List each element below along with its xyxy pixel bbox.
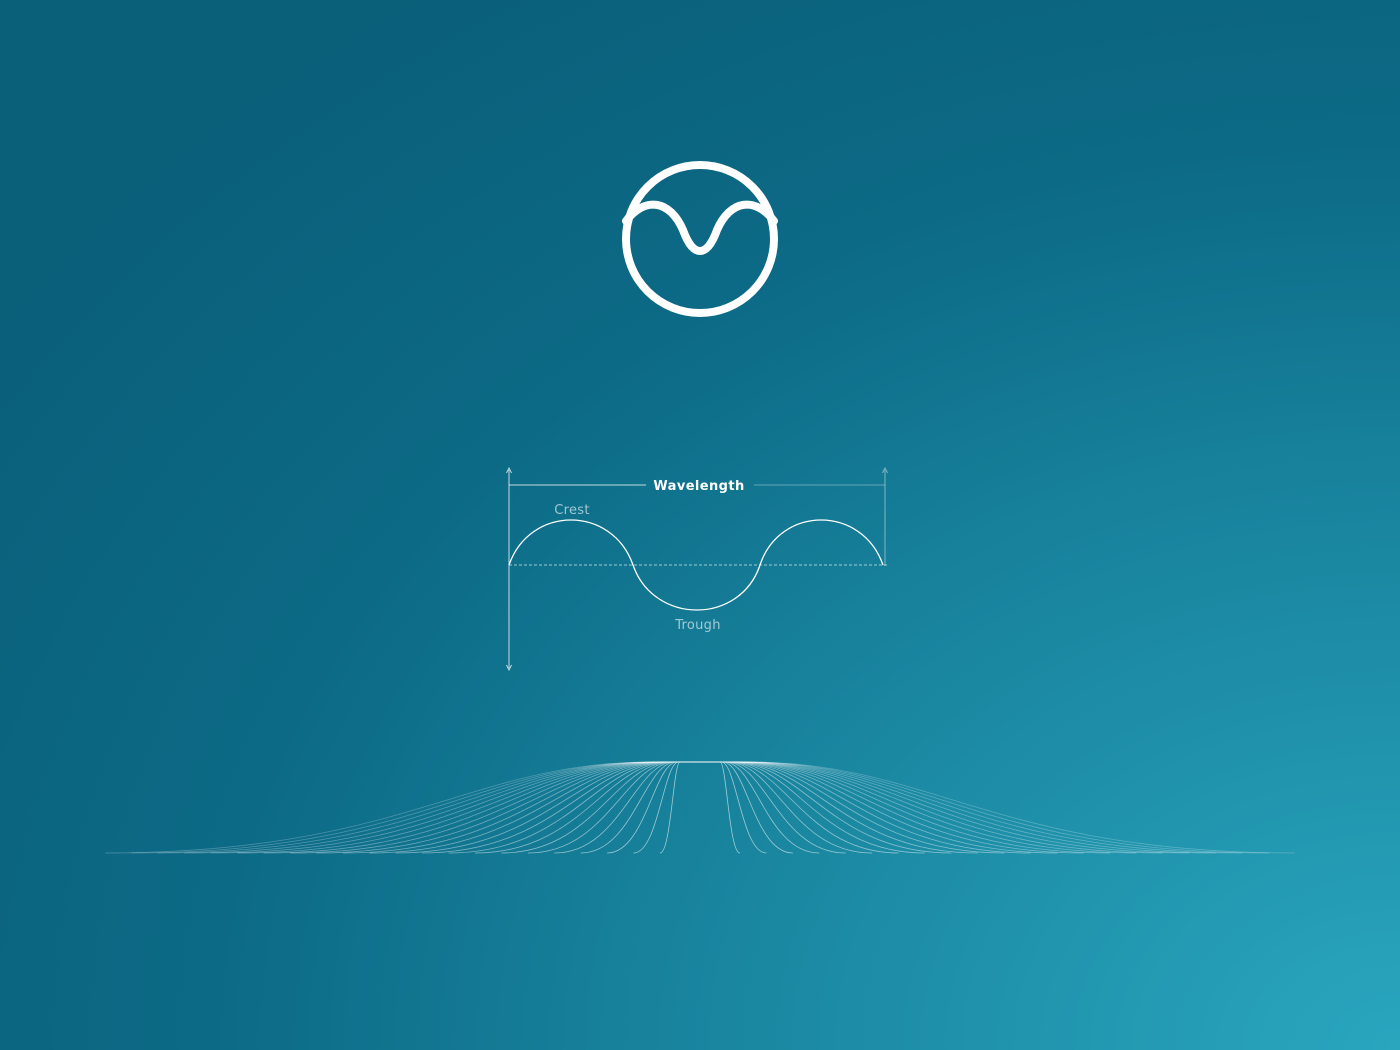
- wave-mesh-icon: [104, 761, 1296, 854]
- mesh-curve: [342, 761, 1058, 854]
- mesh-curve: [554, 761, 846, 854]
- trough-label: Trough: [674, 618, 721, 633]
- mesh-curve: [580, 761, 820, 854]
- sine-wave: [508, 519, 884, 611]
- mesh-curve: [395, 761, 1005, 854]
- mesh-curve: [369, 761, 1031, 854]
- mesh-curve: [422, 761, 978, 854]
- axis-arrow-down-icon: [506, 664, 512, 672]
- crest-label: Crest: [554, 503, 590, 518]
- mesh-curve: [131, 761, 1269, 854]
- wavelength-label: Wavelength: [653, 479, 744, 494]
- wave-in-circle-icon: [622, 161, 778, 317]
- mesh-curve: [527, 761, 873, 854]
- mesh-curve: [474, 761, 926, 854]
- mesh-curve: [157, 761, 1243, 854]
- mesh-curve: [289, 761, 1111, 854]
- mesh-curve: [659, 761, 741, 854]
- mesh-curve: [633, 761, 767, 854]
- mesh-curve: [184, 761, 1216, 854]
- mesh-curve: [501, 761, 899, 854]
- mesh-curve: [448, 761, 952, 854]
- mesh-curve: [237, 761, 1163, 854]
- mesh-curve: [210, 761, 1190, 854]
- axis-arrow-up-icon: [506, 466, 512, 474]
- logo-circle: [622, 161, 778, 317]
- mesh-curve: [263, 761, 1137, 854]
- mesh-curve: [316, 761, 1084, 854]
- marker-arrow-up-icon: [882, 466, 888, 474]
- wave-diagram: Wavelength Crest Trough: [506, 466, 888, 672]
- mesh-curve: [104, 761, 1296, 854]
- logo-wave: [622, 200, 778, 255]
